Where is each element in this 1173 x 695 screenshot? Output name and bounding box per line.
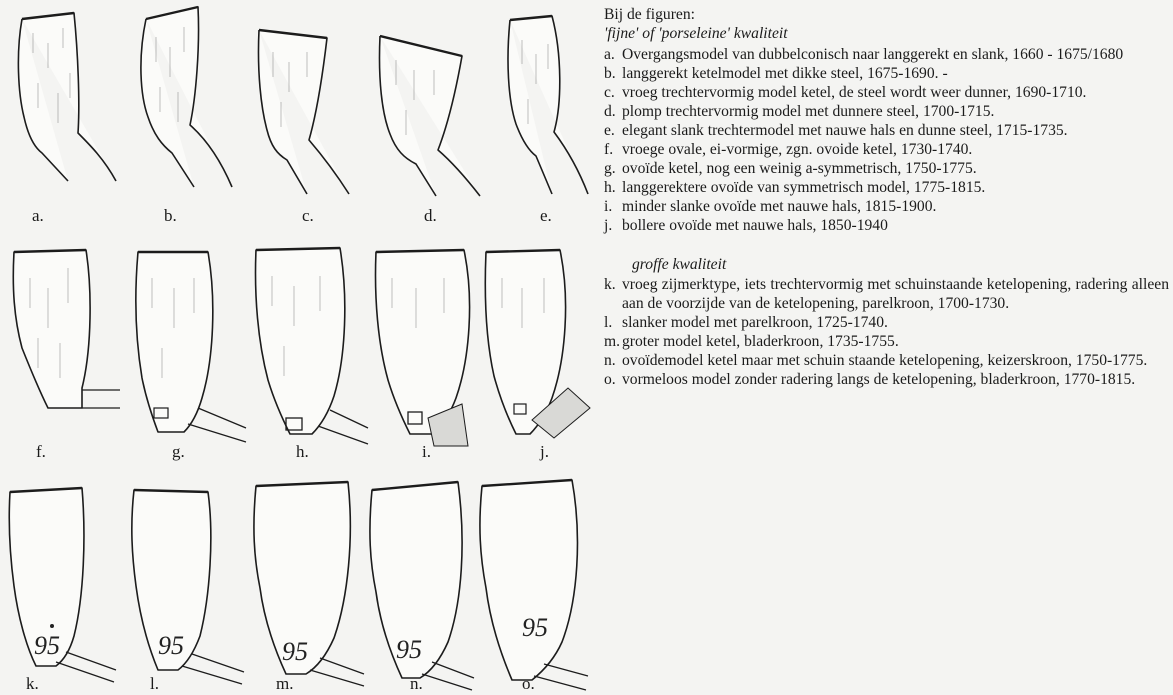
- figure-label-b: b.: [164, 206, 177, 226]
- legend-item-e: e. elegant slank trechtermodel met nauwe …: [604, 121, 1169, 140]
- coarse-quality-list: k. vroeg zijmerktype, iets trechtervormig…: [604, 275, 1169, 389]
- pipe-bowl-illustration-panel: 95 95 95 95 95 a. b. c. d. e. f. g. h. i…: [0, 0, 595, 695]
- pipe-bowl-a: [8, 13, 123, 198]
- figure-label-m: m.: [276, 674, 293, 694]
- mark-95-l: 95: [158, 631, 184, 660]
- legend-item-a: a. Overgangsmodel van dubbelconisch naar …: [604, 45, 1169, 64]
- pipe-bowl-b: [120, 7, 240, 197]
- pipe-bowl-j: [482, 248, 592, 438]
- legend-letter: j.: [604, 216, 612, 235]
- pipe-bowl-c: [245, 22, 360, 200]
- legend-text: ovoïdemodel ketel maar met schuin staand…: [622, 352, 1147, 369]
- figure-legend: Bij de figuren: 'fijne' of 'porseleine' …: [604, 5, 1169, 389]
- pipe-bowl-e: [500, 14, 595, 199]
- legend-text: vormeloos model zonder radering langs de…: [622, 371, 1135, 388]
- legend-letter: k.: [604, 275, 616, 294]
- legend-item-d: d. plomp trechtervormig model met dunnere…: [604, 102, 1169, 121]
- figure-label-f: f.: [36, 442, 46, 462]
- legend-letter: o.: [604, 370, 616, 389]
- legend-letter: m.: [604, 332, 620, 351]
- mark-95-n: 95: [396, 635, 422, 664]
- mark-95-m: 95: [282, 637, 308, 666]
- legend-text: Overgangsmodel van dubbelconisch naar la…: [622, 46, 1123, 63]
- figure-label-g: g.: [172, 442, 185, 462]
- legend-text: groter model ketel, bladerkroon, 1735-17…: [622, 333, 899, 350]
- figure-label-c: c.: [302, 206, 314, 226]
- legend-letter: a.: [604, 45, 615, 64]
- pipe-bowl-m: 95: [246, 478, 366, 688]
- pipe-bowl-k: 95: [6, 486, 121, 686]
- legend-text: vroeg zijmerktype, iets trechtervormig m…: [622, 276, 1169, 312]
- figure-label-d: d.: [424, 206, 437, 226]
- figure-label-h: h.: [296, 442, 309, 462]
- figure-label-l: l.: [150, 674, 159, 694]
- pipe-bowl-o: 95: [476, 476, 591, 691]
- figure-label-k: k.: [26, 674, 39, 694]
- fine-quality-heading: 'fijne' of 'porseleine' kwaliteit: [604, 24, 1169, 43]
- figure-label-j: j.: [540, 442, 549, 462]
- legend-text: plomp trechtervormig model met dunnere s…: [622, 103, 994, 120]
- legend-letter: l.: [604, 313, 612, 332]
- figure-label-e: e.: [540, 206, 552, 226]
- legend-text: langgerektere ovoïde van symmetrisch mod…: [622, 179, 985, 196]
- legend-title: Bij de figuren:: [604, 5, 1169, 24]
- legend-item-n: n. ovoïdemodel ketel maar met schuin staa…: [604, 351, 1169, 370]
- legend-letter: n.: [604, 351, 616, 370]
- legend-item-b: b. langgerekt ketelmodel met dikke steel,…: [604, 64, 1169, 83]
- legend-text: langgerekt ketelmodel met dikke steel, 1…: [622, 65, 948, 82]
- pipe-bowl-d: [372, 30, 487, 200]
- legend-item-l: l. slanker model met parelkroon, 1725-174…: [604, 313, 1169, 332]
- pipe-bowl-i: [370, 248, 480, 448]
- legend-item-j: j. bollere ovoïde met nauwe hals, 1850-19…: [604, 216, 1169, 235]
- figure-label-i: i.: [422, 442, 431, 462]
- legend-letter: e.: [604, 121, 615, 140]
- legend-text: vroeg trechtervormig model ketel, de ste…: [622, 84, 1086, 101]
- legend-item-m: m.groter model ketel, bladerkroon, 1735-…: [604, 332, 1169, 351]
- legend-item-g: g. ovoïde ketel, nog een weinig a-symmetr…: [604, 159, 1169, 178]
- legend-text: elegant slank trechtermodel met nauwe ha…: [622, 122, 1068, 139]
- legend-letter: c.: [604, 83, 615, 102]
- legend-letter: h.: [604, 178, 616, 197]
- legend-text: ovoïde ketel, nog een weinig a-symmetris…: [622, 160, 977, 177]
- legend-letter: f.: [604, 140, 613, 159]
- mark-95-o: 95: [522, 613, 548, 642]
- figure-label-o: o.: [522, 674, 535, 694]
- coarse-quality-heading: groffe kwaliteit: [604, 255, 1169, 274]
- pipe-bowl-g: [128, 248, 248, 443]
- legend-item-h: h. langgerektere ovoïde van symmetrisch m…: [604, 178, 1169, 197]
- legend-letter: d.: [604, 102, 616, 121]
- pipe-bowl-n: 95: [366, 482, 476, 692]
- legend-text: minder slanke ovoïde met nauwe hals, 181…: [622, 198, 936, 215]
- legend-item-i: i. minder slanke ovoïde met nauwe hals, 1…: [604, 197, 1169, 216]
- legend-text: bollere ovoïde met nauwe hals, 1850-1940: [622, 217, 888, 234]
- mark-95-k: 95: [34, 631, 60, 660]
- figure-label-n: n.: [410, 674, 423, 694]
- figure-label-a: a.: [32, 206, 44, 226]
- pipe-bowl-l: 95: [126, 486, 246, 686]
- coarse-quality-section: groffe kwaliteit k. vroeg zijmerktype, ie…: [604, 255, 1169, 389]
- legend-letter: g.: [604, 159, 616, 178]
- legend-letter: i.: [604, 197, 612, 216]
- fine-quality-list: a. Overgangsmodel van dubbelconisch naar …: [604, 45, 1169, 235]
- pipe-bowl-f: [8, 248, 123, 438]
- pipe-bowl-h: [250, 246, 370, 446]
- legend-item-f: f. vroege ovale, ei-vormige, zgn. ovoide …: [604, 140, 1169, 159]
- legend-letter: b.: [604, 64, 616, 83]
- legend-text: slanker model met parelkroon, 1725-1740.: [622, 314, 888, 331]
- legend-item-k: k. vroeg zijmerktype, iets trechtervormig…: [604, 275, 1169, 313]
- legend-text: vroege ovale, ei-vormige, zgn. ovoide ke…: [622, 141, 972, 158]
- legend-item-c: c. vroeg trechtervormig model ketel, de s…: [604, 83, 1169, 102]
- legend-item-o: o. vormeloos model zonder radering langs …: [604, 370, 1169, 389]
